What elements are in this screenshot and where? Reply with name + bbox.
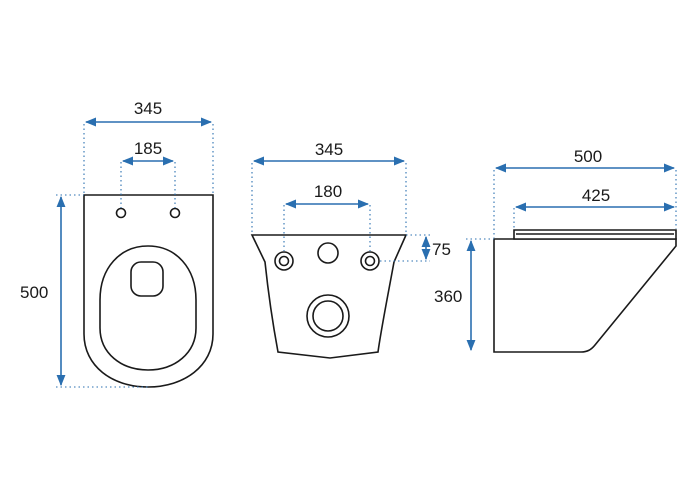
side-view-seat-length-label: 425 bbox=[582, 186, 610, 205]
top-view-bowl-rim bbox=[99, 245, 197, 371]
rear-view-hole-height-label: 75 bbox=[432, 240, 451, 259]
top-view-width-label: 345 bbox=[134, 99, 162, 118]
rear-view-hole-spacing-label: 180 bbox=[314, 182, 342, 201]
rear-view-outlet-inner bbox=[312, 300, 344, 332]
rear-view-width-label: 345 bbox=[315, 140, 343, 159]
rear-view-fixing-hole-right-inner bbox=[364, 255, 376, 267]
top-view-mount-hole-left bbox=[115, 207, 127, 219]
side-view-body-outline bbox=[493, 238, 677, 353]
side-view-height-label: 360 bbox=[434, 287, 462, 306]
top-view-mount-hole-right bbox=[169, 207, 181, 219]
top-view-outlet bbox=[130, 261, 164, 297]
top-view: 345 185 500 bbox=[20, 99, 214, 388]
top-view-length-label: 500 bbox=[20, 283, 48, 302]
rear-view-water-inlet bbox=[317, 242, 339, 264]
rear-view-fixing-hole-left-inner bbox=[278, 255, 290, 267]
rear-view: 345 180 75 bbox=[250, 140, 451, 359]
top-view-hole-spacing-label: 185 bbox=[134, 139, 162, 158]
side-view-length-label: 500 bbox=[574, 147, 602, 166]
side-view: 500 425 360 bbox=[434, 147, 677, 353]
